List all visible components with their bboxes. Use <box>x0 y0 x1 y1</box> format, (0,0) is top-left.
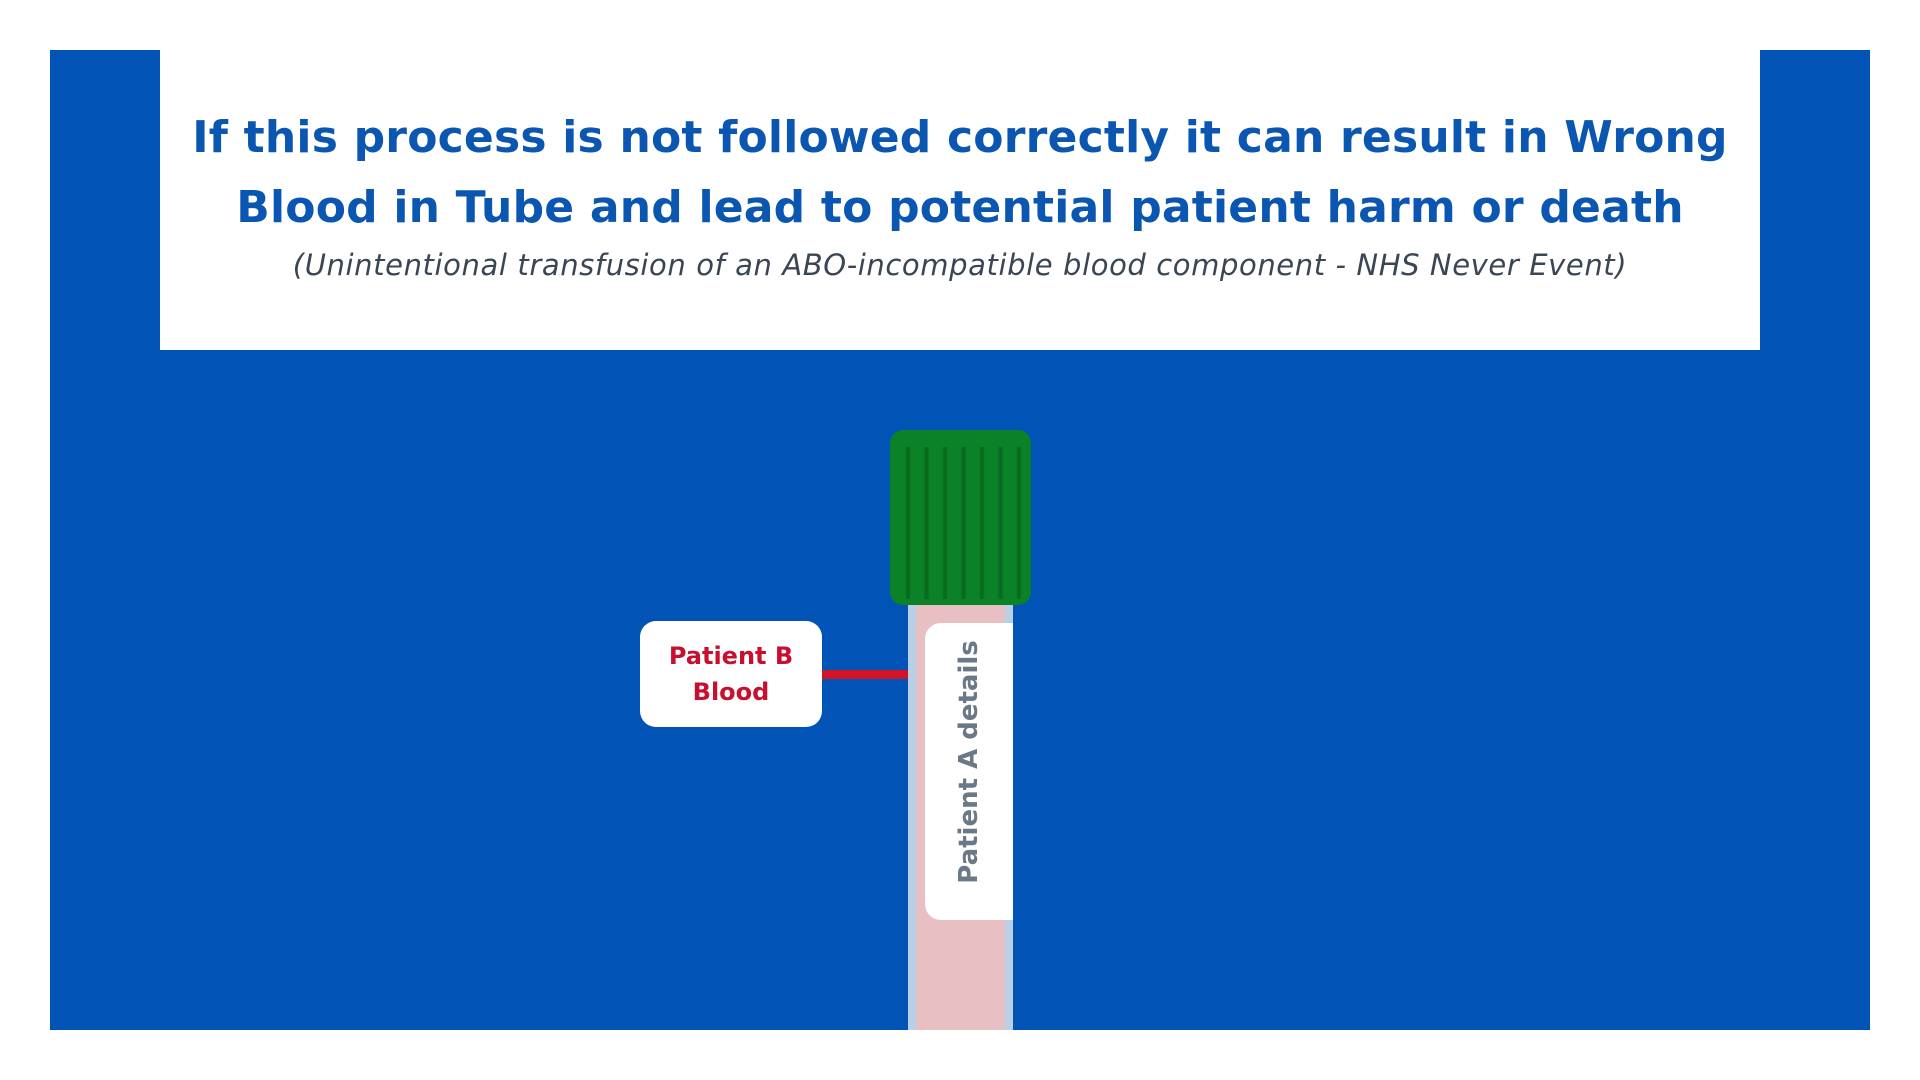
warning-title-line-2: Blood in Tube and lead to potential pati… <box>236 182 1684 233</box>
warning-banner: If this process is not followed correctl… <box>160 50 1760 350</box>
callout-connector-line <box>820 670 908 679</box>
warning-subtitle: (Unintentional transfusion of an ABO-inc… <box>292 248 1628 282</box>
tube-cap-icon <box>890 430 1031 605</box>
patient-b-blood-callout: Patient B Blood <box>640 621 822 727</box>
callout-line-1: Patient B <box>668 642 794 670</box>
cap-ridges <box>890 447 1031 599</box>
tube-label: Patient A details <box>925 623 1013 920</box>
callout-line-2: Blood <box>692 678 770 706</box>
warning-title: If this process is not followed correctl… <box>192 103 1728 243</box>
tube-label-text: Patient A details <box>954 639 984 884</box>
warning-title-line-1: If this process is not followed correctl… <box>192 112 1728 163</box>
